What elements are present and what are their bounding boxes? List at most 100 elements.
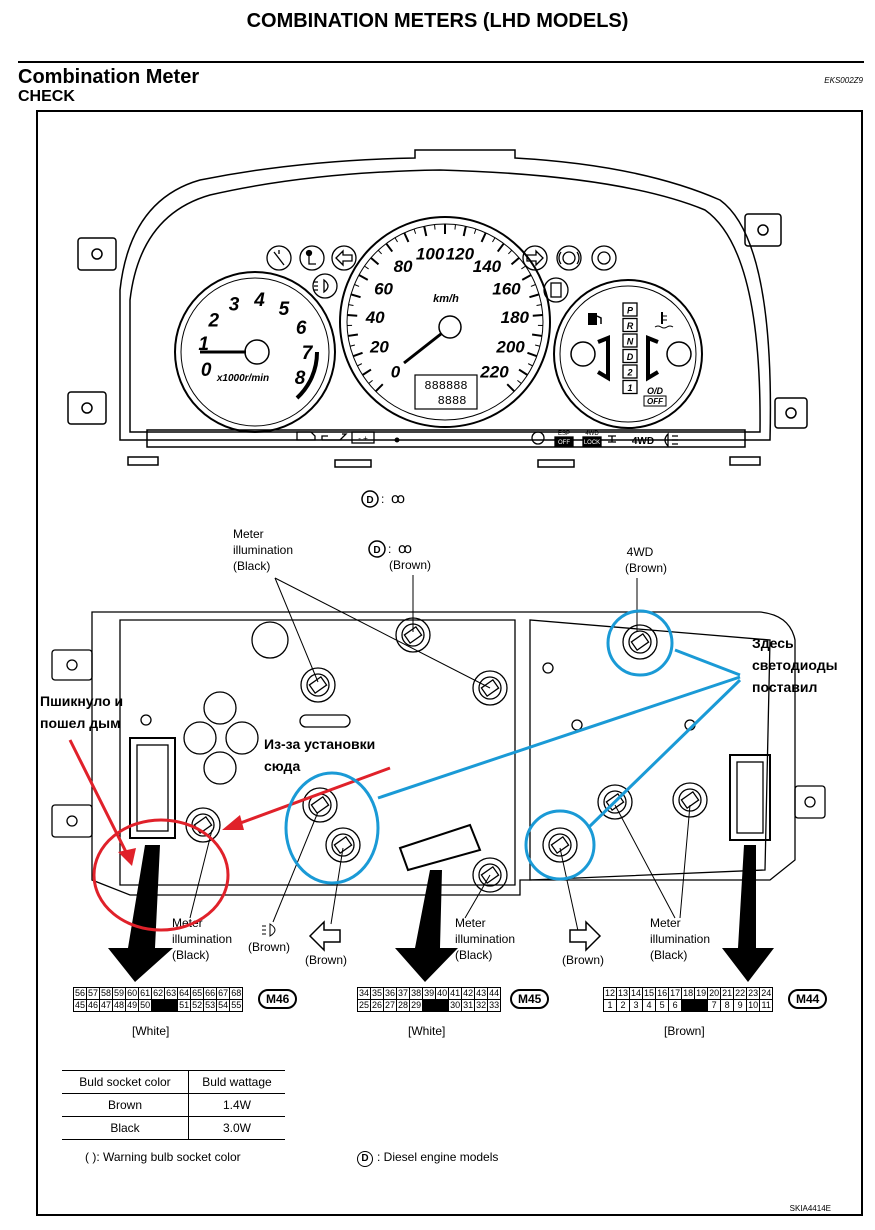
pin-cell: 64 [177,987,192,1000]
pin-cell: 63 [164,987,179,1000]
section-title: Combination Meter [18,66,200,88]
svg-text:ꝏ: ꝏ [391,490,405,506]
connector-color-m44: [Brown] [664,1024,705,1038]
pin-cell: 43 [474,987,489,1000]
bulb-socket [622,624,658,660]
pin-cell: 3 [629,999,644,1012]
tacho-number: 1 [198,334,209,355]
speedo-number: 40 [365,308,385,327]
pin-cell: 5 [655,999,670,1012]
pin-cell: 47 [99,999,114,1012]
annotation-blue [284,609,742,885]
pin-cell [151,999,179,1012]
pin-cell: 33 [487,999,502,1012]
speedo-number: 100 [416,245,445,264]
battery-icon [351,431,375,444]
legend-note: ( ): Warning bulb socket color [85,1150,241,1164]
headlight-small-icon [262,923,276,937]
tacho-unit: x1000r/min [216,373,269,384]
trip-display: 8888 [438,394,467,408]
pin-cell: 68 [229,987,244,1000]
legend-row-black-watt: 3.0W [188,1116,285,1140]
diesel-top-color: (Brown) [389,558,431,572]
4wd-axle-icon [608,435,616,443]
pin-cell: 14 [629,987,644,1000]
pin-cell [422,999,450,1012]
pin-cell: 21 [720,987,735,1000]
pin-cell: 16 [655,987,670,1000]
connector-id-m44: M44 [788,989,828,1009]
legend-header-wattage: Buld wattage [188,1070,285,1094]
pin-cell: 12 [602,987,618,1000]
svg-text:D: D [366,495,373,506]
legend-row-brown-watt: 1.4W [188,1093,285,1117]
svg-text:- +: - + [358,434,368,443]
pin-cell: 57 [86,987,101,1000]
speedo-number: 80 [394,257,413,276]
pin-cell: 54 [216,999,231,1012]
pin-cell: 62 [151,987,166,1000]
pin-cell: 29 [409,999,424,1012]
svg-text::: : [388,542,391,556]
pin-cell: 35 [370,987,385,1000]
leader-lines [189,575,691,941]
brake-warning-icon [556,245,582,271]
title-rule [18,61,864,63]
pin-cell: 7 [707,999,722,1012]
pin-cell: 46 [86,999,101,1012]
pin-cell: 31 [461,999,476,1012]
esp-label: ESP [558,431,570,437]
svg-text::: : [381,492,384,506]
bulb-legend-table: Buld socket color Buld wattage Brown 1.4… [62,1070,285,1140]
gear-letter: 2 [626,368,632,378]
legend-header-color: Buld socket color [62,1070,189,1094]
pin-cell: 9 [733,999,748,1012]
pin-cell: 27 [383,999,398,1012]
tacho-number: 4 [253,290,265,311]
airbag-icon [299,245,325,271]
diesel-note: D: Diesel engine models [357,1150,498,1167]
annotation-red [68,739,391,932]
speedo-number: 160 [492,279,521,298]
pin-cell: 11 [759,999,774,1012]
meter-illum-right-1: Meter [650,916,681,930]
bulb-socket [597,784,633,820]
pin-cell: 6 [668,999,683,1012]
od-label: O/D [647,386,664,396]
gear-letter: R [627,321,634,331]
pin-cell: 10 [746,999,761,1012]
odo-display: 888888 [424,379,467,393]
pin-cell: 15 [642,987,657,1000]
tacho-number: 2 [207,310,219,331]
pin-cell: 53 [203,999,218,1012]
leds-note-3: поставил [752,679,817,695]
pin-cell: 65 [190,987,205,1000]
warning-icons [266,245,617,303]
speedo-number: 0 [391,362,401,381]
smoke-note-1: Пшикнуло и [40,693,123,709]
bulb-socket [302,787,338,823]
bulb-socket [300,667,336,703]
pin-cell: 51 [177,999,192,1012]
pin-cell: 58 [99,987,114,1000]
leds-note-2: светодиоды [752,657,838,673]
pin-cell: 39 [422,987,437,1000]
turn-right-icon [522,245,548,271]
turn-arrow-icons [308,920,602,952]
gear-letter: P [627,306,634,316]
4wd-lock-icon [582,436,602,447]
tacho-number: 3 [229,294,240,315]
cluster-rear [51,611,826,896]
pin-cell: 61 [138,987,153,1000]
meter-illum-mid-1: Meter [455,916,486,930]
svg-text:ꝏ: ꝏ [398,540,412,556]
pin-cell: 52 [190,999,205,1012]
oil-pressure-icon [321,433,348,441]
meter-illum-left-2: illumination [172,932,232,946]
smoke-note-2: пошел дым [40,715,120,731]
connector-color-m45: [White] [408,1024,446,1038]
legend-row-black-color: Black [62,1116,189,1140]
